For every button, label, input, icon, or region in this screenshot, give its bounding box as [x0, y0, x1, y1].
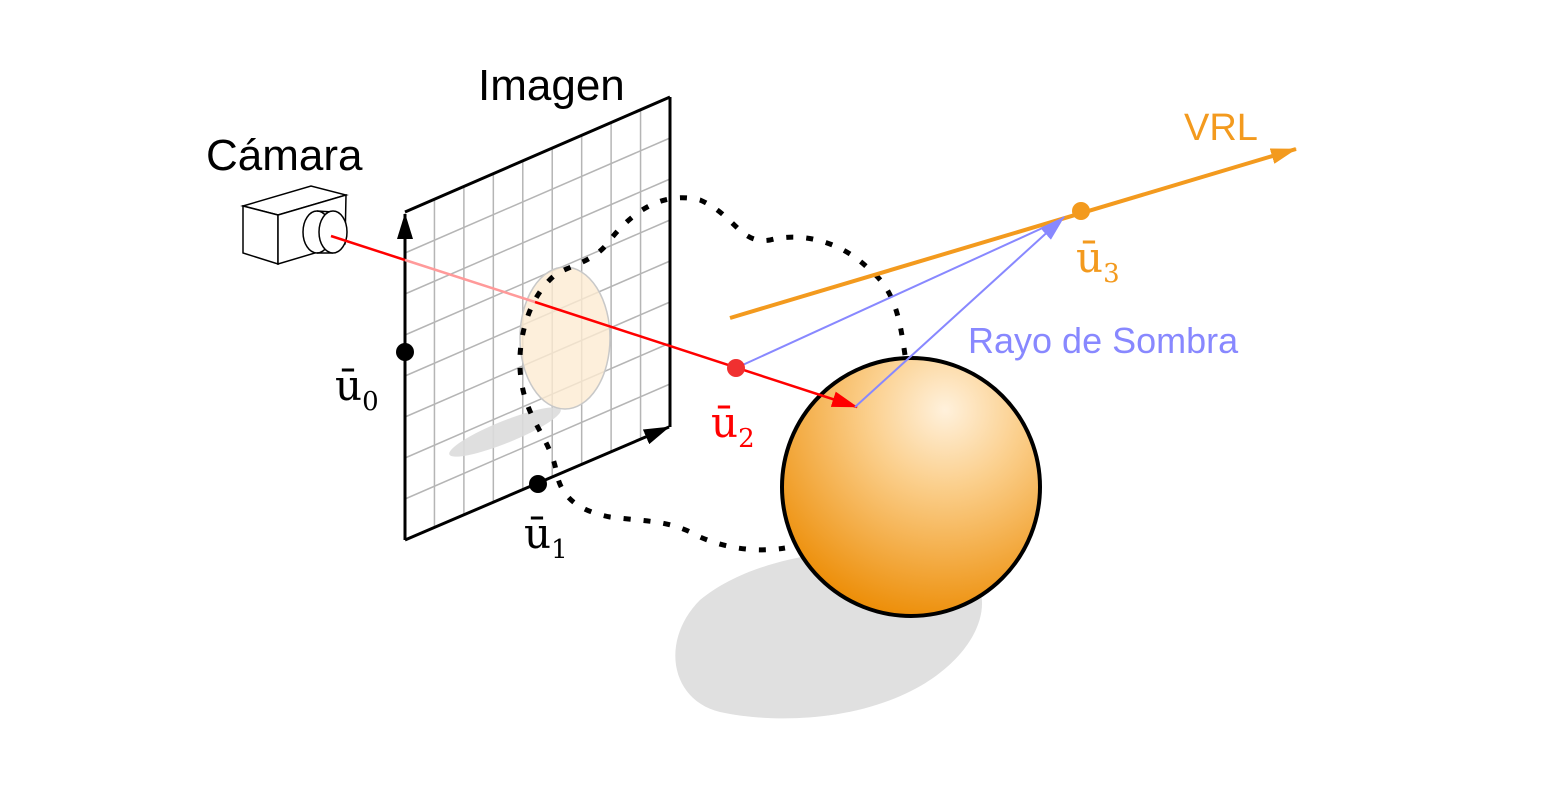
grid-line-horizontal: [404, 219, 671, 336]
u2-label: ū2: [711, 398, 755, 454]
image-label: Imagen: [478, 61, 625, 110]
point-u1: [529, 475, 547, 493]
sphere: [780, 356, 1042, 618]
shadow-ray-2: [854, 216, 1065, 408]
u1-label: ū1: [524, 509, 568, 565]
camera-ray-behind-plane: [404, 258, 536, 304]
projected-sphere: [519, 266, 611, 410]
image-plane: [397, 95, 672, 542]
camera-ray: [534, 300, 858, 409]
vrl-label: VRL: [1184, 107, 1258, 149]
u3-label: ū3: [1076, 233, 1120, 289]
u0-label: ū0: [335, 361, 379, 417]
shadow-ray-1: [735, 219, 1061, 369]
grid-line-horizontal: [404, 383, 671, 500]
vrl-line: [729, 147, 1297, 320]
grid-line-horizontal: [404, 342, 671, 459]
point-u2: [727, 359, 745, 377]
camera-ray-front: [330, 234, 406, 262]
camera-icon: [240, 185, 349, 266]
grid-line-horizontal: [404, 137, 671, 254]
camera-label: Cámara: [206, 131, 363, 180]
shadow-ray-label: Rayo de Sombra: [968, 320, 1239, 361]
point-u3: [1072, 202, 1090, 220]
point-u0: [396, 343, 414, 361]
image-shadow-blob: [449, 407, 561, 457]
